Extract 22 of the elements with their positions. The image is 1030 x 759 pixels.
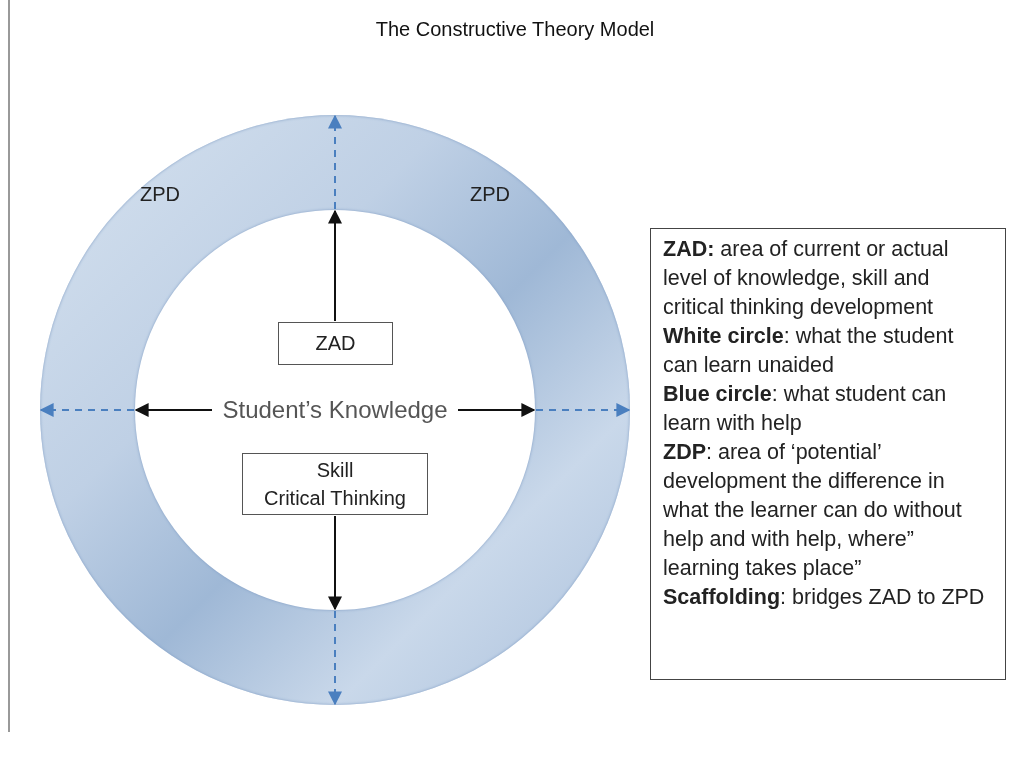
definition-text: White circle: what the student can learn unaided xyxy=(663,323,955,379)
arrow xyxy=(457,403,536,417)
arrow xyxy=(328,209,342,322)
box-text: Critical Thinking xyxy=(264,486,406,511)
dashed-arrow xyxy=(535,403,631,417)
arrow xyxy=(134,403,213,417)
ring-label: ZPD xyxy=(140,183,180,206)
ring-label: ZPD xyxy=(470,183,510,206)
definition-text: Scaffolding: bridges ZAD to ZPD xyxy=(663,584,986,611)
title: The Constructive Theory Model xyxy=(374,18,656,41)
box-text: Skill xyxy=(316,458,354,483)
definition-text: ZAD: area of current or actual level of knowledge, skill and critical thinking development xyxy=(663,236,950,321)
concept-box xyxy=(242,453,428,515)
center-label: Student’s Knowledge xyxy=(218,393,452,427)
arrow xyxy=(328,515,342,611)
definition-box xyxy=(650,228,1006,680)
concept-box: ZAD xyxy=(278,322,393,365)
definition-text: Blue circle: what student can learn with help xyxy=(663,381,948,437)
definition-text: ZDP: area of ‘potential’ development the difference in what the learner can do without help and with help, where” learning takes place” xyxy=(663,439,963,582)
dashed-arrow xyxy=(328,114,342,210)
dashed-arrow xyxy=(39,403,135,417)
dashed-arrow xyxy=(328,610,342,706)
